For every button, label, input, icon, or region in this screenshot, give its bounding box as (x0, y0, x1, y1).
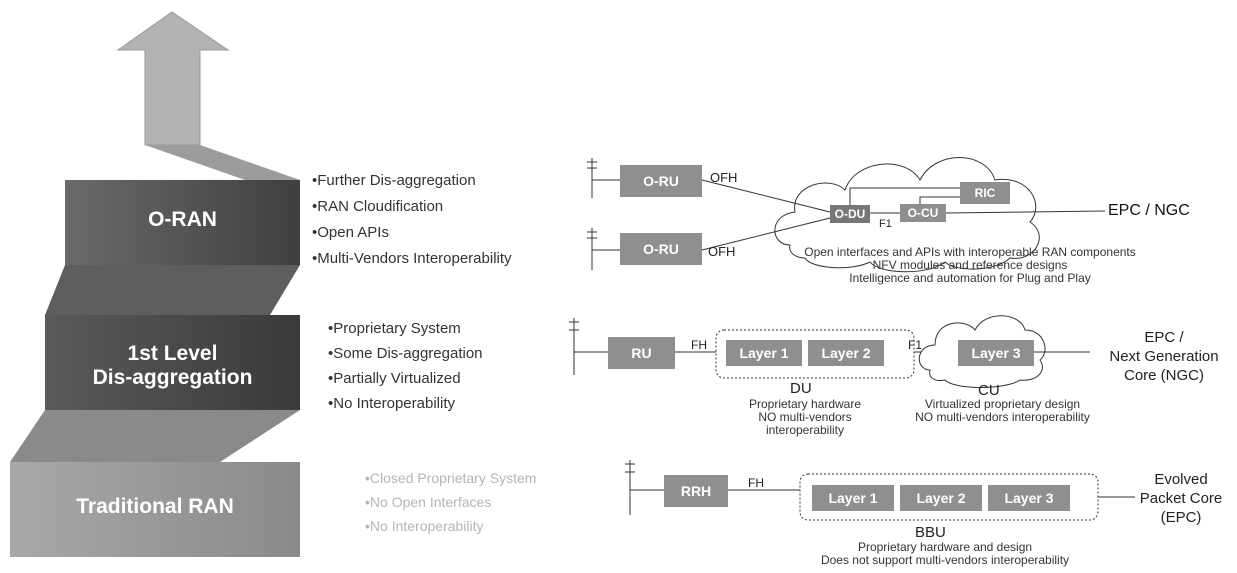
bbu-description: Proprietary hardware and design Does not… (780, 541, 1110, 567)
step-traditional (10, 462, 300, 557)
core-line: (EPC) (1160, 509, 1202, 526)
layer1-box-trad: Layer 1 (812, 485, 894, 511)
ric-box: RIC (960, 182, 1010, 204)
layer3-box-trad: Layer 3 (988, 485, 1070, 511)
odu-box: O-DU (830, 205, 870, 223)
step-first-level (45, 315, 300, 410)
bullet-item: Open APIs (312, 220, 512, 246)
bullet-item: Closed Proprietary System (365, 466, 537, 490)
first-level-bullets: Proprietary System Some Dis-aggregation … (328, 316, 483, 416)
ofh-label-1: OFH (710, 170, 738, 185)
bullet-item: No Interoperability (328, 391, 483, 416)
layer3-box-first: Layer 3 (958, 340, 1034, 366)
antenna-icon (569, 318, 608, 375)
up-arrow-icon (116, 11, 230, 146)
desc-line: interoperability (765, 423, 845, 437)
bullet-item: Partially Virtualized (328, 366, 483, 391)
bullet-item: Proprietary System (328, 316, 483, 341)
ocu-box: O-CU (900, 204, 946, 222)
desc-line: Open interfaces and APIs with interopera… (804, 245, 1136, 259)
layer2-box-trad: Layer 2 (900, 485, 982, 511)
cu-description: Virtualized proprietary design NO multi-… (890, 398, 1115, 424)
bullet-item: RAN Cloudification (312, 194, 512, 220)
oran-description: Open interfaces and APIs with interopera… (760, 246, 1180, 285)
oran-bullets: Further Dis-aggregation RAN Cloudificati… (312, 168, 512, 272)
bullet-item: No Open Interfaces (365, 490, 536, 514)
oru-box-1: O-RU (620, 165, 702, 197)
rrh-box: RRH (664, 475, 728, 507)
core-line: Next Generation (1109, 348, 1219, 365)
cu-label: CU (978, 382, 1000, 399)
oru-box-2: O-RU (620, 233, 702, 265)
ribbon-bottom (10, 410, 300, 462)
bullet-item: Multi-Vendors Interoperability (312, 246, 511, 272)
core-line: Core (NGC) (1123, 367, 1204, 384)
bullet-item: Some Dis-aggregation (328, 341, 482, 366)
traditional-bullets: Closed Proprietary System No Open Interf… (365, 466, 537, 538)
step-oran (65, 180, 300, 265)
du-description: Proprietary hardware NO multi-vendors in… (720, 398, 890, 437)
ofh-label-2: OFH (708, 244, 736, 259)
core-line: Evolved (1154, 471, 1208, 488)
desc-line: Virtualized proprietary design (924, 397, 1081, 411)
du-boundary (715, 329, 915, 379)
fh-label-trad: FH (748, 476, 764, 490)
desc-line: Proprietary hardware (748, 397, 862, 411)
du-label: DU (790, 380, 812, 397)
antenna-icon (625, 460, 664, 515)
desc-line: Proprietary hardware and design (857, 540, 1033, 554)
antenna-icon (587, 228, 620, 270)
bullet-item: No Interoperability (365, 514, 536, 538)
step-oran-label: O-RAN (148, 208, 217, 231)
bbu-label: BBU (915, 524, 946, 541)
epc-ngc-label: EPC / NGC (1108, 202, 1190, 219)
core-line: Packet Core (1139, 490, 1223, 507)
f1-label-first: F1 (908, 338, 923, 352)
step-first-level-label: 1st Level Dis-aggregation (92, 342, 253, 389)
desc-line: NO multi-vendors interoperability (915, 410, 1090, 424)
desc-line: Does not support multi-vendors interoper… (820, 553, 1070, 567)
desc-line: NO multi-vendors (758, 410, 852, 424)
layer2-box-first: Layer 2 (808, 340, 884, 366)
desc-line: Intelligence and automation for Plug and… (849, 271, 1091, 285)
antenna-icon (587, 158, 620, 198)
ribbon-top (145, 145, 300, 180)
layer1-box-first: Layer 1 (726, 340, 802, 366)
ru-box: RU (608, 337, 675, 369)
bullet-item: Further Dis-aggregation (312, 168, 512, 194)
core-line: EPC / (1144, 329, 1184, 346)
ngc-label: EPC / Next Generation Core (NGC) (1094, 328, 1234, 385)
desc-line: NFV modules and reference designs (872, 258, 1068, 272)
step-traditional-label: Traditional RAN (76, 495, 234, 518)
f1-label-oran: F1 (879, 218, 892, 230)
fh-label-first: FH (691, 338, 707, 352)
ribbon-mid (45, 265, 300, 315)
epc-label: Evolved Packet Core (EPC) (1126, 470, 1236, 527)
